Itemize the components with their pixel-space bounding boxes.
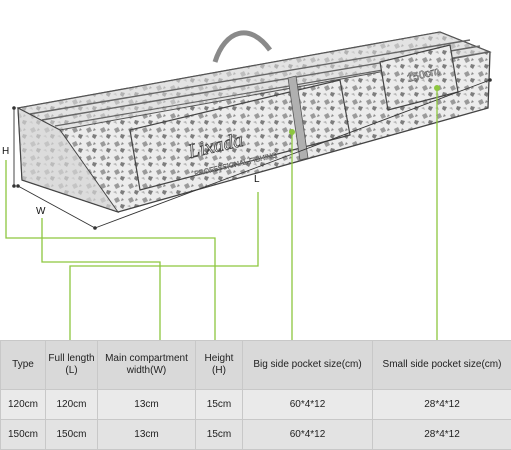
cell-type: 150cm [0, 419, 46, 450]
width-dimension-line [17, 185, 96, 229]
header-height: Height (H) [195, 340, 243, 390]
length-label: L [254, 174, 260, 185]
guide-lines [5, 85, 440, 340]
table-row: 120cm 120cm 13cm 15cm 60*4*12 28*4*12 [0, 389, 511, 420]
width-guide-line [41, 218, 161, 340]
cell-type: 120cm [0, 389, 46, 420]
header-small-pocket: Small side pocket size(cm) [372, 340, 511, 390]
cell-big-pocket: 60*4*12 [242, 419, 373, 450]
cell-small-pocket: 28*4*12 [372, 419, 511, 450]
header-main-width: Main compartment width(W) [97, 340, 196, 390]
header-type: Type [0, 340, 46, 390]
cell-full-length: 120cm [45, 389, 98, 420]
length-guide-line [69, 192, 259, 340]
cell-height: 15cm [195, 389, 243, 420]
width-label: W [36, 206, 46, 217]
height-label: H [2, 146, 9, 157]
table-header-row: Type Full length (L) Main compartment wi… [0, 340, 511, 390]
cell-full-length: 150cm [45, 419, 98, 450]
table-row: 150cm 150cm 13cm 15cm 60*4*12 28*4*12 [0, 419, 511, 450]
cell-main-width: 13cm [97, 419, 196, 450]
header-big-pocket: Big side pocket size(cm) [242, 340, 373, 390]
height-guide-line [5, 160, 216, 340]
cell-height: 15cm [195, 419, 243, 450]
cell-big-pocket: 60*4*12 [242, 389, 373, 420]
product-illustration: Lixada PROFESSIONAL FISHING 150cm H W L [2, 30, 492, 340]
size-spec-table: Type Full length (L) Main compartment wi… [0, 340, 511, 450]
header-full-length: Full length (L) [45, 340, 98, 390]
fishing-bag-image: Lixada PROFESSIONAL FISHING 150cm [16, 30, 492, 213]
cell-main-width: 13cm [97, 389, 196, 420]
cell-small-pocket: 28*4*12 [372, 389, 511, 420]
